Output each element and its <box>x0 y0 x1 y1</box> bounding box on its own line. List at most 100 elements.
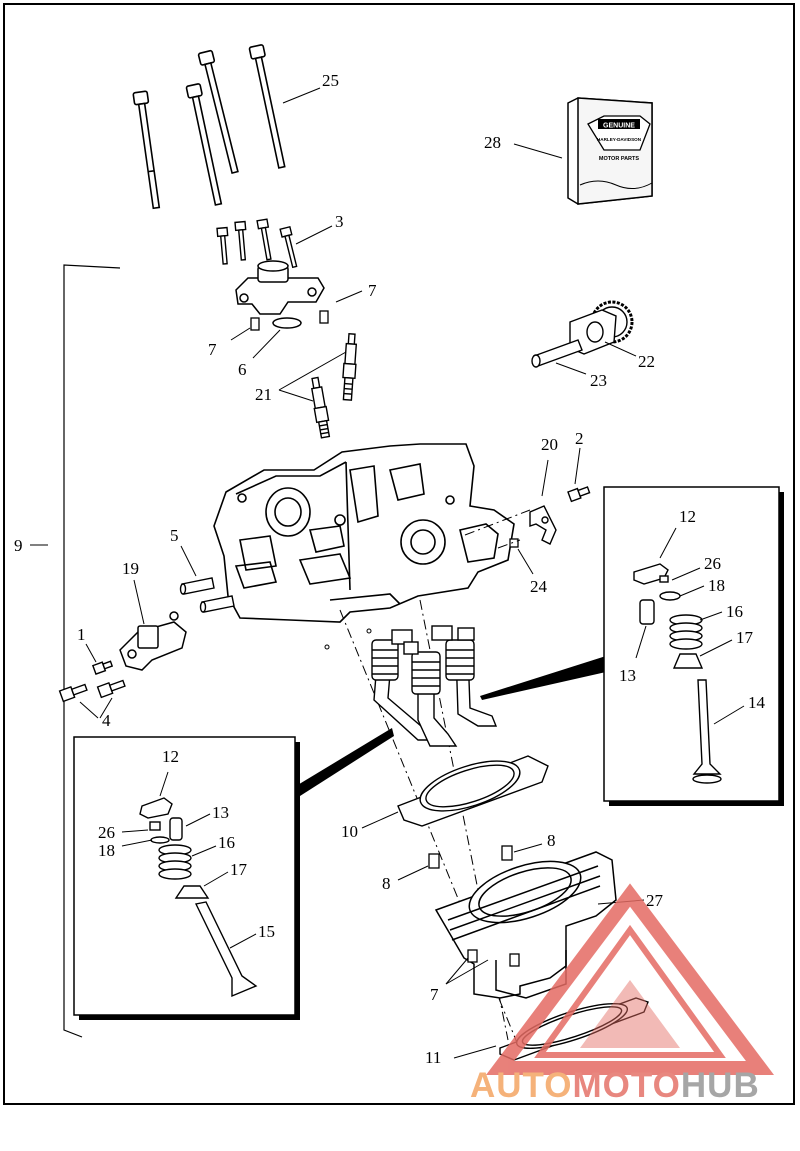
leader-28 <box>513 143 563 159</box>
leader-20 <box>541 459 549 497</box>
leader-19 <box>133 579 145 625</box>
valve-seal-left <box>174 885 210 899</box>
callout-26b: 26 <box>704 554 721 573</box>
rocker-support <box>235 260 325 315</box>
callout-15: 15 <box>258 922 275 941</box>
callout-5: 5 <box>170 526 179 545</box>
leader-26a <box>121 829 149 833</box>
leader-1 <box>85 643 97 663</box>
assembly-bracket <box>63 264 121 1038</box>
valve-right <box>692 679 722 775</box>
callout-6: 6 <box>238 360 247 379</box>
head-bolts <box>132 44 286 210</box>
callout-13b: 13 <box>619 666 636 685</box>
small-bolts <box>58 660 126 703</box>
fitting-24 <box>509 538 519 548</box>
rocker-arm-support <box>119 611 187 671</box>
product-box-icon: GENUINE HARLEY-DAVIDSON MOTOR PARTS <box>567 97 653 205</box>
callout-21: 21 <box>255 385 272 404</box>
box-brand-bottom: MOTOR PARTS <box>599 156 639 162</box>
dowel-8-left <box>428 853 440 869</box>
callout-18a: 18 <box>98 841 115 860</box>
callout-3: 3 <box>335 212 344 231</box>
callout-19: 19 <box>122 559 139 578</box>
leader-7c-a <box>445 957 469 985</box>
callout-27: 27 <box>646 891 664 910</box>
leader-17b <box>699 639 733 657</box>
detail-box-right: 12 26 18 16 17 13 14 <box>603 486 784 806</box>
valve-spring-left <box>158 844 192 880</box>
watermark-hub: HUB <box>681 1066 760 1105</box>
callout-26a: 26 <box>98 823 115 842</box>
dot-a <box>324 644 330 650</box>
keeper-right <box>659 575 669 583</box>
leader-18b <box>679 585 705 597</box>
dowel-7-lower-left <box>467 949 478 963</box>
box-brand-mid: HARLEY-DAVIDSON <box>597 137 642 142</box>
leader-23 <box>555 362 587 375</box>
leader-8b <box>513 843 543 853</box>
callout-8a: 8 <box>382 874 391 893</box>
leader-13a <box>185 813 211 827</box>
callout-7b: 7 <box>368 281 377 300</box>
rocker-bolts <box>216 218 298 269</box>
watermark-auto: AUTO <box>470 1066 573 1105</box>
cam-gear <box>569 300 634 355</box>
callout-14: 14 <box>748 693 766 712</box>
cam-shaft <box>531 339 583 368</box>
leader-11 <box>453 1045 497 1059</box>
watermark-text: AUTOMOTOHUB <box>470 1066 760 1105</box>
dot-b <box>366 628 372 634</box>
leader-7a <box>230 327 251 341</box>
leader-12a <box>159 771 169 797</box>
callout-12a: 12 <box>162 747 179 766</box>
spring-retainer-right <box>659 591 681 601</box>
base-gasket <box>499 997 649 1061</box>
leader-16b <box>699 611 723 621</box>
lifter-left <box>169 817 183 841</box>
callout-4: 4 <box>102 711 111 730</box>
leader-22 <box>604 341 637 357</box>
valve-cluster <box>371 625 498 747</box>
callout-25: 25 <box>322 71 339 90</box>
rocker-arm-left <box>139 797 173 819</box>
spring-retainer-left <box>150 836 170 844</box>
leader-21a <box>278 389 314 402</box>
leader-7c-b <box>445 959 489 985</box>
leader-2 <box>574 447 581 485</box>
callout-28: 28 <box>484 133 501 152</box>
callout-12b: 12 <box>679 507 696 526</box>
dowel-pin-left <box>250 317 260 331</box>
o-ring <box>272 317 302 329</box>
valve-left <box>194 901 258 998</box>
callout-10: 10 <box>341 822 358 841</box>
leader-5 <box>180 545 197 577</box>
valve-spring-right <box>669 614 703 650</box>
watermark-logo <box>485 883 775 1075</box>
leader-15 <box>229 933 257 949</box>
callout-23: 23 <box>590 371 607 390</box>
dowel-pin-right <box>319 310 329 324</box>
callout-20: 20 <box>541 435 558 454</box>
breather-bracket <box>529 505 557 545</box>
leader-3 <box>295 225 333 245</box>
spark-plugs <box>311 333 358 439</box>
leader-18a <box>121 839 153 847</box>
leader-26b <box>671 567 701 581</box>
callout-pointer-right <box>480 656 606 700</box>
callout-16b: 16 <box>726 602 743 621</box>
callout-18b: 18 <box>708 576 725 595</box>
callout-11: 11 <box>425 1048 441 1067</box>
callout-7a: 7 <box>208 340 217 359</box>
valve-seal-right <box>672 653 704 669</box>
leader-21b <box>278 351 347 391</box>
oil-pipes <box>179 577 235 613</box>
watermark-moto: MOTO <box>573 1066 681 1105</box>
keeper-left <box>149 821 161 831</box>
diagram-border <box>3 3 795 1105</box>
bracket-bolt <box>567 486 591 503</box>
lifter-right <box>639 599 655 625</box>
callout-13a: 13 <box>212 803 229 822</box>
callout-2: 2 <box>575 429 584 448</box>
